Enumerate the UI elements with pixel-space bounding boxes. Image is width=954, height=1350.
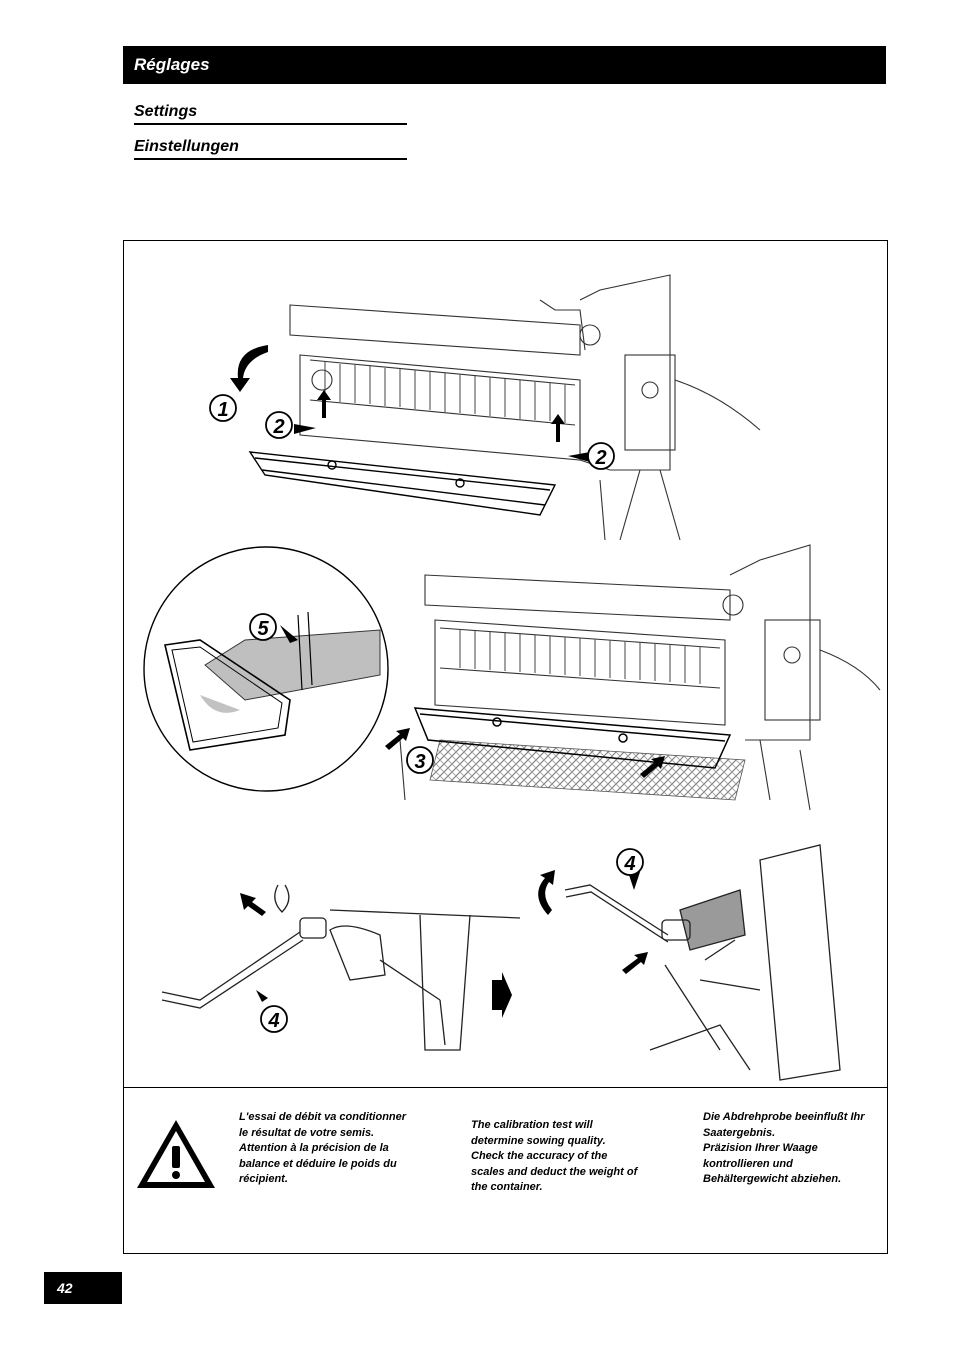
turn-arrow-icon [538,870,555,915]
crank-left-drawing [161,884,521,1051]
page-number-text: 42 [57,1280,73,1296]
subtitle-english: Settings [134,102,407,125]
warning-triangle-icon [137,1120,215,1188]
push-arrow-icon [385,728,410,750]
push-arrow-icon [640,756,665,778]
seed-grate [429,739,746,801]
note-german-line: Präzision Ihrer Waage kontrollieren und … [703,1142,842,1185]
section-header: Réglages [123,46,886,84]
calibration-illustration: 1 2 2 3 [143,274,881,1081]
note-french-line: L'essai de débit va conditionner le résu… [239,1111,407,1139]
subtitle-german: Einstellungen [134,137,407,160]
callout-2-right: 2 [587,442,615,470]
page-number: 42 [44,1272,122,1304]
svg-text:4: 4 [267,1010,279,1032]
drill-middle-drawing [399,544,881,811]
pointer-arrow-icon [256,990,268,1002]
up-arrow-icon [317,390,331,418]
tray-middle-drawing [413,707,732,769]
pointer-arrow-icon [294,424,316,434]
svg-text:4: 4 [623,853,635,875]
note-french-line: Attention à la précision de la balance e… [239,1142,397,1185]
callout-2-left: 2 [265,411,293,439]
callout-4-left: 4 [260,1005,288,1033]
frame-divider [123,1087,888,1088]
note-english-line: The calibration test will determine sowi… [471,1119,606,1147]
note-german-line: Die Abdrehprobe beeinflußt Ihr Saatergeb… [703,1111,865,1139]
note-french: L'essai de débit va conditionner le résu… [239,1110,409,1188]
svg-text:1: 1 [217,399,228,421]
drill-top-drawing [289,274,761,541]
crank-right-drawing [564,844,841,1081]
callout-1: 1 [209,394,237,422]
illustration-frame [123,240,888,1254]
note-german: Die Abdrehprobe beeinflußt Ihr Saatergeb… [703,1110,873,1188]
push-arrow-icon [622,952,648,974]
rotate-arrow-icon [230,345,268,392]
detail-magnifier [143,546,389,792]
svg-text:2: 2 [272,416,284,438]
remove-arrow-icon [240,893,266,916]
callout-5: 5 [249,613,277,641]
next-step-arrow-icon [492,972,512,1018]
pointer-arrow-icon [628,872,640,890]
note-english: The calibration test will determine sowi… [471,1118,641,1196]
callout-3: 3 [406,746,434,774]
svg-text:5: 5 [257,618,269,640]
up-arrow-icon [551,414,565,442]
svg-text:2: 2 [594,447,606,469]
callout-4-right: 4 [616,848,644,876]
note-english-line: Check the accuracy of the scales and ded… [471,1150,638,1193]
tray-top-drawing [248,451,557,516]
svg-text:3: 3 [414,751,425,773]
section-title: Réglages [134,55,210,74]
pointer-arrow-icon [568,452,590,462]
